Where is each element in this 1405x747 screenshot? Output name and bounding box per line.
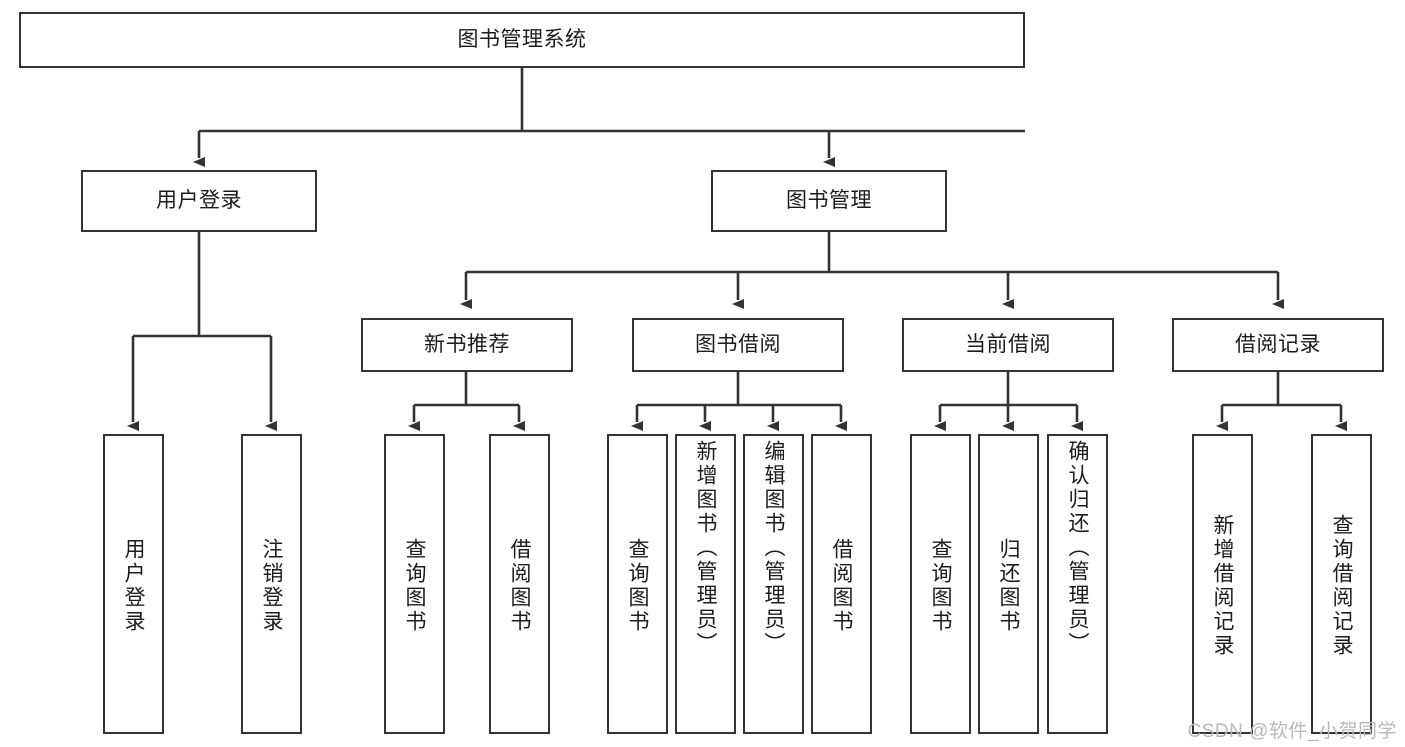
node-label: 归还图书 [997, 538, 1020, 634]
node-book-management[interactable]: 图书管理 [711, 170, 947, 232]
node-label: 新增图书（管理员） [694, 440, 717, 656]
node-label: 注销登录 [260, 538, 283, 634]
node-label: 查询借阅记录 [1330, 514, 1353, 658]
node-label: 借阅图书 [508, 538, 531, 634]
leaf-user-login-logout[interactable]: 注销登录 [241, 434, 302, 734]
node-label: 新书推荐 [424, 332, 510, 356]
node-root-book-management-system[interactable]: 图书管理系统 [19, 12, 1025, 68]
leaf-borrow-borrow-book[interactable]: 借阅图书 [811, 434, 872, 734]
node-label: 编辑图书（管理员） [762, 440, 785, 656]
leaf-current-query-book[interactable]: 查询图书 [910, 434, 971, 734]
node-book-borrow[interactable]: 图书借阅 [632, 318, 844, 372]
node-label: 新增借阅记录 [1211, 514, 1234, 658]
node-label: 查询图书 [403, 538, 426, 634]
leaf-borrow-edit-book-admin[interactable]: 编辑图书（管理员） [743, 434, 804, 734]
node-label: 图书借阅 [695, 332, 781, 356]
node-label: 用户登录 [122, 538, 145, 634]
node-label: 确认归还（管理员） [1066, 440, 1089, 656]
node-label: 借阅记录 [1235, 332, 1321, 356]
leaf-new-book-query-book[interactable]: 查询图书 [384, 434, 445, 734]
node-current-borrow[interactable]: 当前借阅 [902, 318, 1114, 372]
leaf-current-return-book[interactable]: 归还图书 [978, 434, 1039, 734]
leaf-record-query-borrow-record[interactable]: 查询借阅记录 [1311, 434, 1372, 734]
node-label: 查询图书 [929, 538, 952, 634]
leaf-new-book-borrow-book[interactable]: 借阅图书 [489, 434, 550, 734]
node-borrow-record[interactable]: 借阅记录 [1172, 318, 1384, 372]
node-label: 图书管理 [786, 188, 872, 212]
leaf-borrow-query-book[interactable]: 查询图书 [607, 434, 668, 734]
node-label: 图书管理系统 [457, 27, 587, 51]
leaf-current-confirm-return-admin[interactable]: 确认归还（管理员） [1047, 434, 1108, 734]
leaf-user-login-login[interactable]: 用户登录 [103, 434, 164, 734]
leaf-borrow-add-book-admin[interactable]: 新增图书（管理员） [675, 434, 736, 734]
node-label: 当前借阅 [965, 332, 1051, 356]
leaf-record-add-borrow-record[interactable]: 新增借阅记录 [1192, 434, 1253, 734]
node-label: 查询图书 [626, 538, 649, 634]
node-label: 借阅图书 [830, 538, 853, 634]
node-user-login[interactable]: 用户登录 [81, 170, 317, 232]
node-new-book-recommend[interactable]: 新书推荐 [361, 318, 573, 372]
node-label: 用户登录 [156, 188, 242, 212]
